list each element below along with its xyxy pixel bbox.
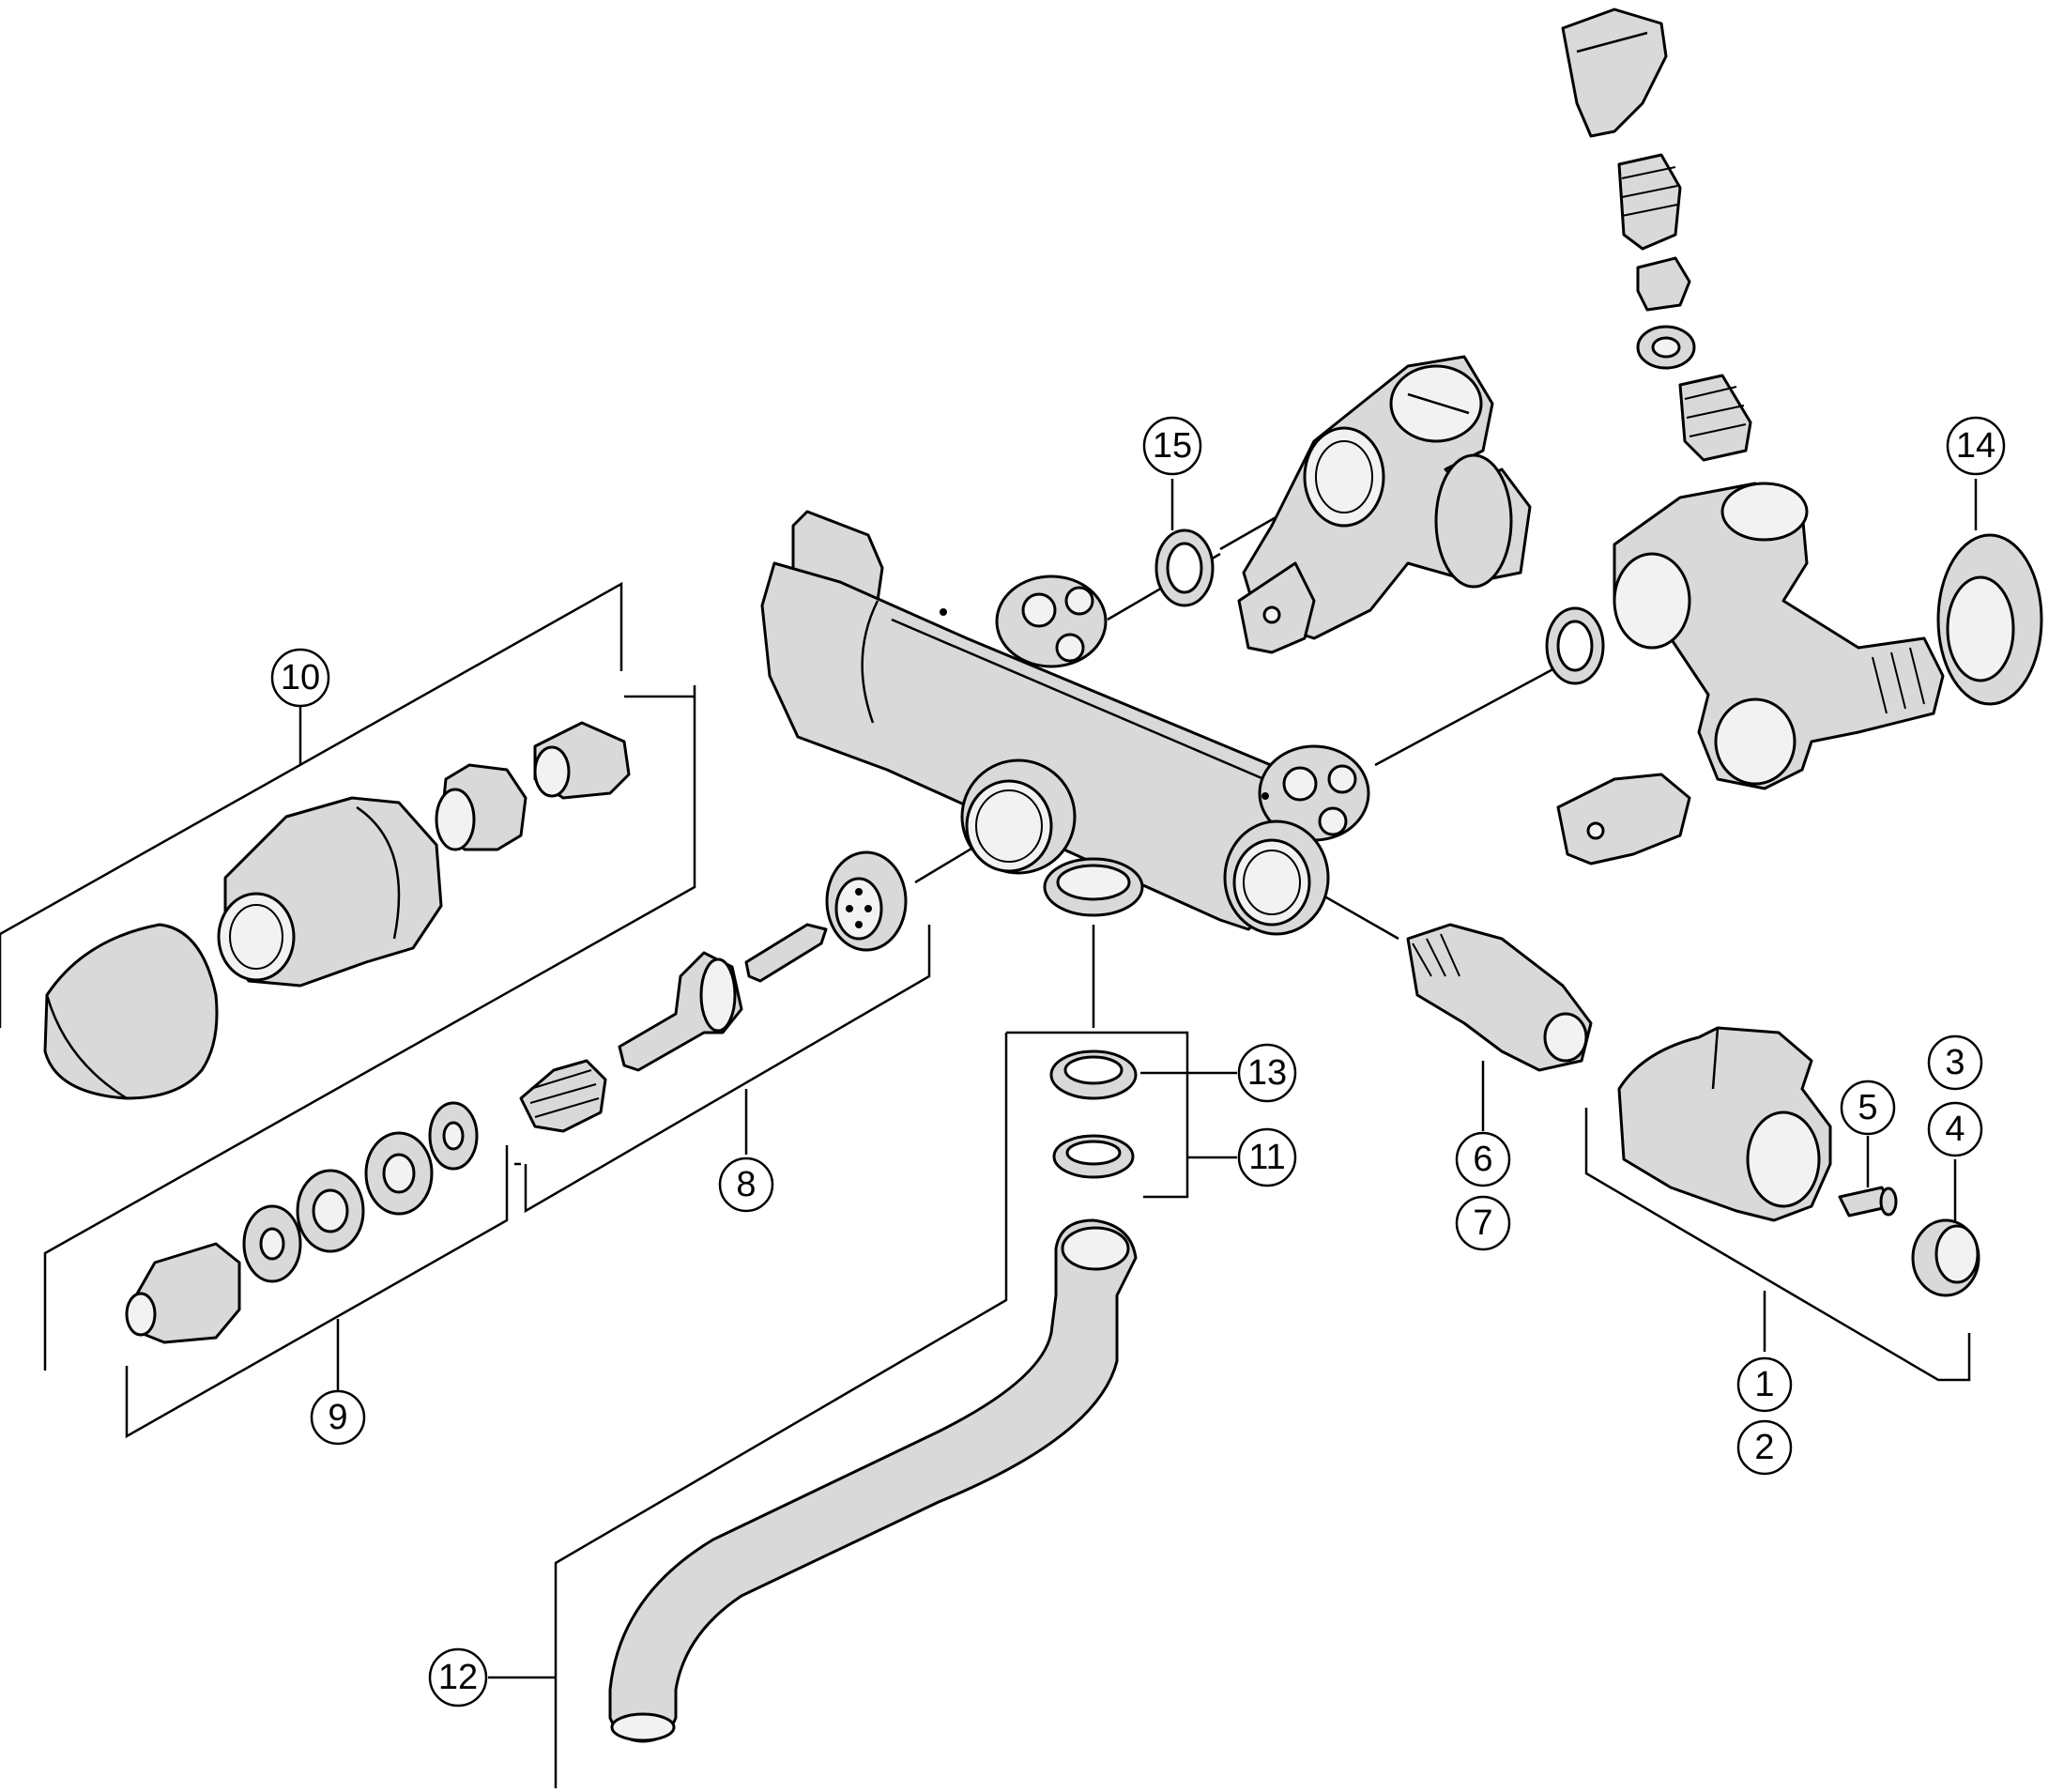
callout-14: 14 (1946, 416, 2006, 476)
svg-text:13: 13 (1247, 1053, 1287, 1093)
callout-3: 3 (1927, 1034, 1983, 1091)
callout-8: 8 (718, 1156, 774, 1213)
o-ring-13 (1049, 1049, 1138, 1100)
svg-text:1: 1 (1754, 1365, 1774, 1404)
svg-text:3: 3 (1945, 1043, 1965, 1082)
callout-1: 1 (1736, 1356, 1793, 1413)
plunger-8 (618, 951, 743, 1072)
svg-text:2: 2 (1754, 1428, 1774, 1467)
svg-text:14: 14 (1956, 426, 1995, 466)
callout-2: 2 (1736, 1419, 1793, 1476)
callout-12: 12 (428, 1647, 488, 1708)
check-valve-right (1556, 773, 1691, 865)
svg-text:7: 7 (1473, 1203, 1492, 1243)
screw-5 (1838, 1186, 1898, 1218)
washer-15 (1154, 528, 1215, 607)
check-valve-left (1237, 561, 1316, 654)
svg-text:8: 8 (736, 1165, 756, 1204)
elbow-union-right (1613, 482, 1945, 790)
washers-9 (242, 1101, 479, 1283)
handle-cap (43, 923, 219, 1100)
callout-4: 4 (1927, 1101, 1983, 1157)
svg-text:10: 10 (281, 658, 320, 697)
wall-flange-left (1434, 453, 1513, 589)
callout-15: 15 (1142, 416, 1202, 476)
cap-3-4 (1911, 1218, 1980, 1297)
disc-8 (825, 850, 908, 952)
svg-text:4: 4 (1945, 1110, 1965, 1149)
svg-text:11: 11 (1248, 1138, 1285, 1177)
pin-8 (744, 923, 828, 983)
callout-9: 9 (310, 1389, 366, 1446)
spring-8 (519, 1059, 607, 1133)
handle-adapter (217, 796, 443, 988)
callout-6: 6 (1455, 1131, 1511, 1187)
callout-10: 10 (270, 648, 330, 708)
callout-13: 13 (1237, 1043, 1297, 1103)
splined-ring (435, 763, 527, 851)
check-valve-stack (1561, 8, 1752, 462)
washer-right-fitting (1545, 606, 1605, 685)
callout-7: 7 (1455, 1195, 1511, 1251)
svg-text:5: 5 (1858, 1088, 1877, 1127)
callout-11: 11 (1237, 1127, 1297, 1187)
lever-handle-1-2 (1617, 1026, 1832, 1222)
callout-5: 5 (1840, 1080, 1896, 1136)
svg-text:15: 15 (1153, 426, 1192, 466)
wall-flange-14 (1936, 533, 2043, 706)
valve-stem-9 (125, 1242, 241, 1344)
svg-text:6: 6 (1473, 1140, 1492, 1179)
cartridge-6-7 (1406, 923, 1593, 1072)
svg-text:9: 9 (328, 1398, 347, 1437)
sleeve (533, 721, 631, 800)
mixer-body (760, 510, 1370, 936)
ring-11 (1052, 1134, 1135, 1179)
spout-12 (608, 1218, 1138, 1743)
svg-text:12: 12 (438, 1658, 478, 1697)
